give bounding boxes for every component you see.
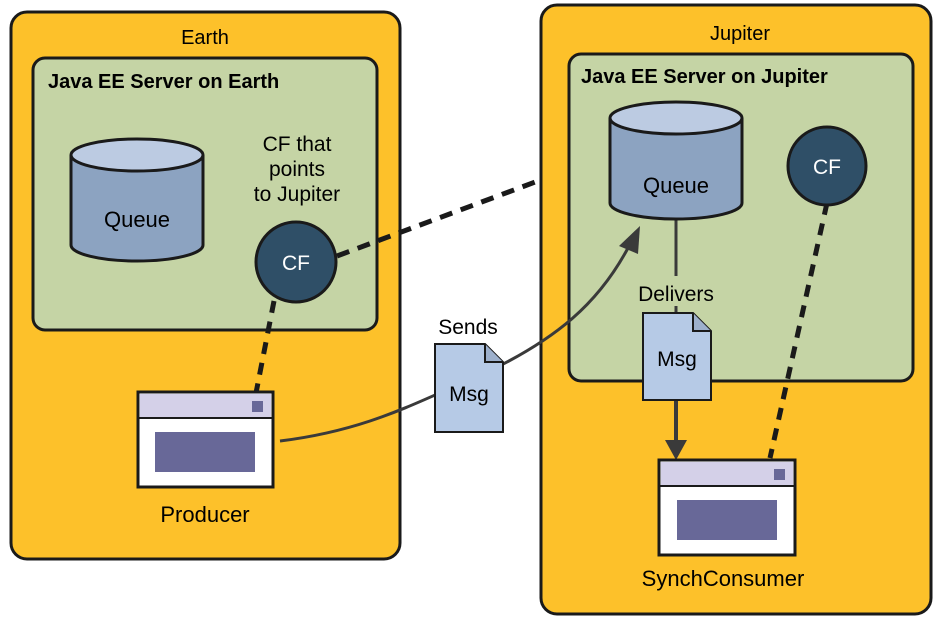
jupiter-cf: CF bbox=[786, 125, 868, 207]
earth-label: Earth bbox=[181, 27, 229, 49]
delivers-label: Delivers bbox=[638, 283, 714, 306]
synchconsumer-label: SynchConsumer bbox=[642, 566, 805, 591]
earth-cf-label: CF bbox=[282, 252, 310, 275]
jupiter-server: Java EE Server on Jupiter bbox=[567, 52, 915, 383]
producer-to-cf-dashed-link bbox=[253, 300, 277, 394]
delivered-msg: Msg bbox=[642, 312, 712, 401]
delivered-msg-label: Msg bbox=[657, 348, 697, 371]
earth-cf-caption: CF that points to Jupiter bbox=[254, 133, 340, 206]
jupiter-cf-label: CF bbox=[813, 156, 841, 179]
producer-label: Producer bbox=[160, 502, 249, 527]
cf-to-jupiter-dashed-link bbox=[336, 172, 555, 259]
sends-label: Sends bbox=[438, 316, 498, 339]
window-button-icon bbox=[252, 401, 263, 412]
earth-cf: CF bbox=[254, 220, 338, 304]
synchconsumer-window: SynchConsumer bbox=[642, 458, 805, 591]
cf-caption-line1: CF that bbox=[263, 133, 332, 156]
sent-msg: Msg bbox=[434, 343, 504, 433]
jupiter-queue-label: Queue bbox=[643, 173, 709, 198]
jupiter-label: Jupiter bbox=[710, 23, 770, 45]
earth-queue-label: Queue bbox=[104, 207, 170, 232]
producer-window: Producer bbox=[136, 390, 275, 527]
deliver-arrowhead bbox=[665, 440, 687, 460]
sends-arrowhead bbox=[619, 226, 640, 254]
sent-msg-label: Msg bbox=[449, 383, 489, 406]
window-button-icon bbox=[774, 469, 785, 480]
earth-queue: Queue bbox=[69, 137, 205, 263]
jupiter-server-title: Java EE Server on Jupiter bbox=[581, 66, 828, 88]
consumer-to-cf-dashed-link bbox=[767, 202, 830, 459]
earth-server-title: Java EE Server on Earth bbox=[48, 71, 279, 93]
cf-caption-line3: to Jupiter bbox=[254, 183, 340, 206]
cf-caption-line2: points bbox=[269, 158, 325, 181]
jupiter-queue: Queue bbox=[608, 100, 744, 221]
